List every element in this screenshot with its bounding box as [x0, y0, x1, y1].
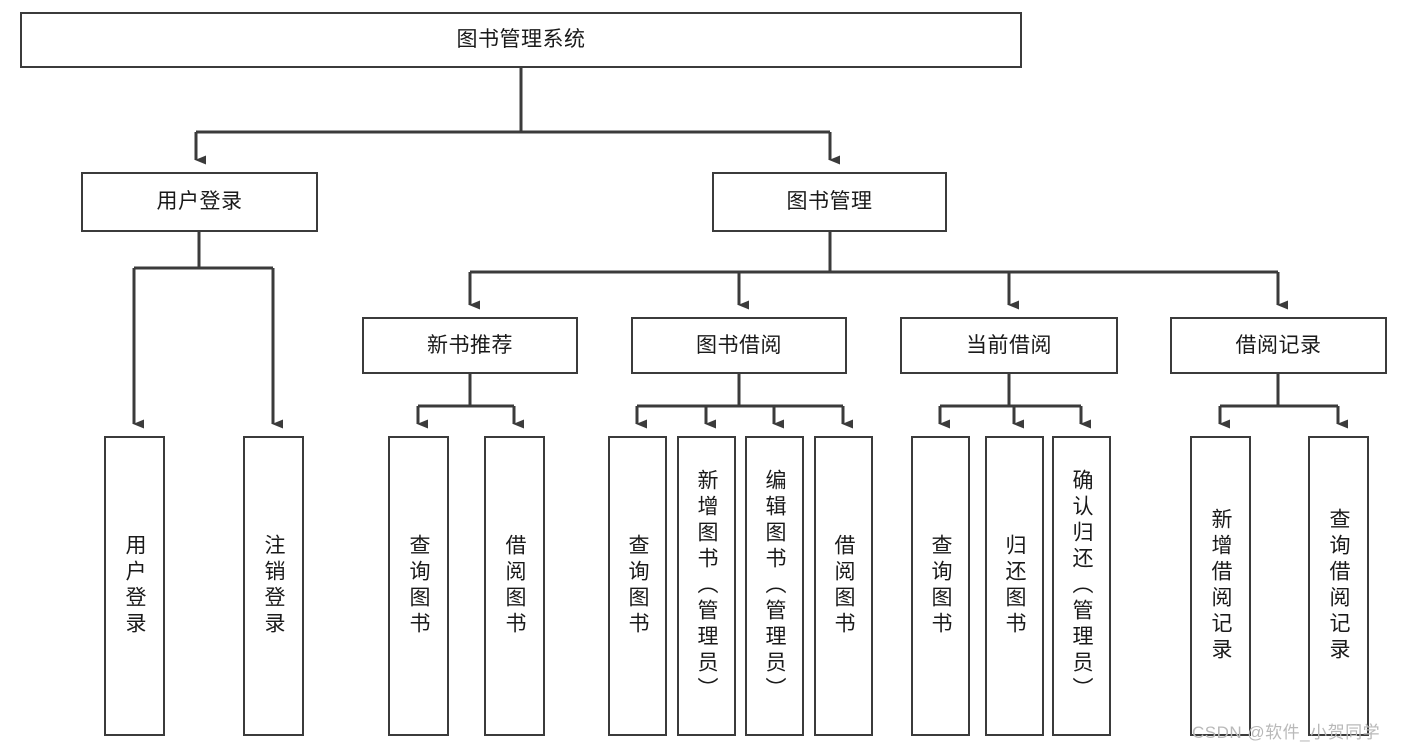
node-current-borrow-label: 当前借阅: [966, 333, 1052, 357]
node-leaf-borrow-book-label: 借阅图书: [832, 534, 855, 638]
node-user-login-label: 用户登录: [156, 190, 243, 214]
node-leaf-query-borrow-record-label: 查询借阅记录: [1327, 508, 1350, 664]
node-borrow-record-label: 借阅记录: [1235, 333, 1322, 357]
csdn-watermark: CSDN @软件_小贺同学: [1192, 723, 1381, 742]
node-leaf-query-book-rec-label: 查询图书: [407, 534, 430, 638]
node-leaf-borrow-book[interactable]: 借阅图书: [814, 436, 873, 736]
node-current-borrow[interactable]: 当前借阅: [900, 317, 1118, 374]
connector-group-root: [194, 68, 840, 165]
node-leaf-add-book-label: 新增图书（管理员）: [695, 469, 718, 703]
connector-group-current-borrow: [938, 374, 1091, 429]
node-new-book-recommend[interactable]: 新书推荐: [362, 317, 578, 374]
node-leaf-add-borrow-record-label: 新增借阅记录: [1209, 508, 1232, 664]
node-leaf-confirm-return[interactable]: 确认归还（管理员）: [1052, 436, 1111, 736]
node-leaf-user-logout[interactable]: 注销登录: [243, 436, 304, 736]
node-leaf-add-book[interactable]: 新增图书（管理员）: [677, 436, 736, 736]
node-leaf-return-book-label: 归还图书: [1003, 534, 1026, 638]
node-root-label: 图书管理系统: [456, 28, 586, 52]
node-leaf-borrow-book-rec-label: 借阅图书: [503, 534, 526, 638]
node-leaf-user-logout-label: 注销登录: [262, 534, 285, 638]
connector-group-book-borrow: [635, 374, 853, 429]
connector-group-new-book-recommend: [416, 374, 524, 429]
node-user-login[interactable]: 用户登录: [81, 172, 318, 232]
node-leaf-query-book-cur[interactable]: 查询图书: [911, 436, 970, 736]
node-leaf-add-borrow-record[interactable]: 新增借阅记录: [1190, 436, 1251, 736]
node-borrow-record[interactable]: 借阅记录: [1170, 317, 1387, 374]
node-leaf-edit-book[interactable]: 编辑图书（管理员）: [745, 436, 804, 736]
node-leaf-return-book[interactable]: 归还图书: [985, 436, 1044, 736]
node-leaf-confirm-return-label: 确认归还（管理员）: [1070, 469, 1093, 703]
connector-group-borrow-record: [1218, 374, 1348, 429]
node-book-borrow[interactable]: 图书借阅: [631, 317, 847, 374]
node-root[interactable]: 图书管理系统: [20, 12, 1022, 68]
node-book-borrow-label: 图书借阅: [696, 333, 782, 357]
node-leaf-query-book-borrow[interactable]: 查询图书: [608, 436, 667, 736]
node-leaf-query-book-cur-label: 查询图书: [929, 534, 952, 638]
node-new-book-recommend-label: 新书推荐: [427, 333, 513, 357]
node-leaf-user-login-label: 用户登录: [123, 534, 146, 638]
node-leaf-user-login[interactable]: 用户登录: [104, 436, 165, 736]
node-leaf-query-borrow-record[interactable]: 查询借阅记录: [1308, 436, 1369, 736]
connector-group-user-login: [132, 232, 283, 429]
node-leaf-borrow-book-rec[interactable]: 借阅图书: [484, 436, 545, 736]
connector-group-book-management: [468, 232, 1288, 310]
node-leaf-edit-book-label: 编辑图书（管理员）: [763, 469, 786, 703]
node-leaf-query-book-borrow-label: 查询图书: [626, 534, 649, 638]
node-book-management[interactable]: 图书管理: [712, 172, 947, 232]
node-book-management-label: 图书管理: [786, 190, 873, 214]
node-leaf-query-book-rec[interactable]: 查询图书: [388, 436, 449, 736]
